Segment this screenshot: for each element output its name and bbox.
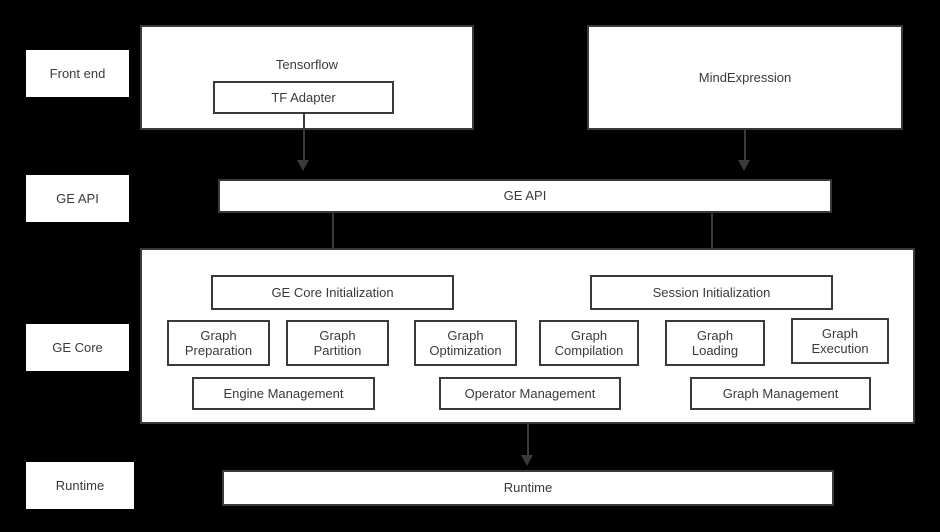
arrowhead-tf-adapter-to-ge-api bbox=[297, 160, 309, 171]
graph-compilation-box: Graph Compilation bbox=[539, 320, 639, 366]
graph-partition-box: Graph Partition bbox=[286, 320, 389, 366]
operator-management-box: Operator Management bbox=[439, 377, 621, 410]
graph-loading-box: Graph Loading bbox=[665, 320, 765, 366]
ge-api-bar: GE API bbox=[218, 179, 832, 213]
layer-label-front-end: Front end bbox=[26, 50, 129, 97]
arrowhead-ge-core-to-runtime bbox=[521, 455, 533, 466]
mindexpression-container: MindExpression bbox=[587, 25, 903, 130]
layer-label-runtime: Runtime bbox=[26, 462, 134, 509]
runtime-bar: Runtime bbox=[222, 470, 834, 506]
connector-tf-adapter-to-ge-api bbox=[303, 114, 305, 163]
tf-adapter-box: TF Adapter bbox=[213, 81, 394, 114]
connector-ge-core-to-runtime bbox=[527, 424, 529, 458]
ge-core-initialization-box: GE Core Initialization bbox=[211, 275, 454, 310]
graph-management-box: Graph Management bbox=[690, 377, 871, 410]
graph-optimization-box: Graph Optimization bbox=[414, 320, 517, 366]
arrowhead-mindexpression-to-ge-api bbox=[738, 160, 750, 171]
session-initialization-box: Session Initialization bbox=[590, 275, 833, 310]
graph-execution-box: Graph Execution bbox=[791, 318, 889, 364]
connector-ge-api-to-ge-core-init bbox=[332, 213, 334, 261]
layer-label-ge-core: GE Core bbox=[26, 324, 129, 371]
tensorflow-container: Tensorflow bbox=[140, 25, 474, 130]
engine-management-box: Engine Management bbox=[192, 377, 375, 410]
connector-mindexpression-to-ge-api bbox=[744, 130, 746, 163]
layer-label-ge-api: GE API bbox=[26, 175, 129, 222]
connector-ge-api-to-session-init bbox=[711, 213, 713, 261]
graph-preparation-box: Graph Preparation bbox=[167, 320, 270, 366]
